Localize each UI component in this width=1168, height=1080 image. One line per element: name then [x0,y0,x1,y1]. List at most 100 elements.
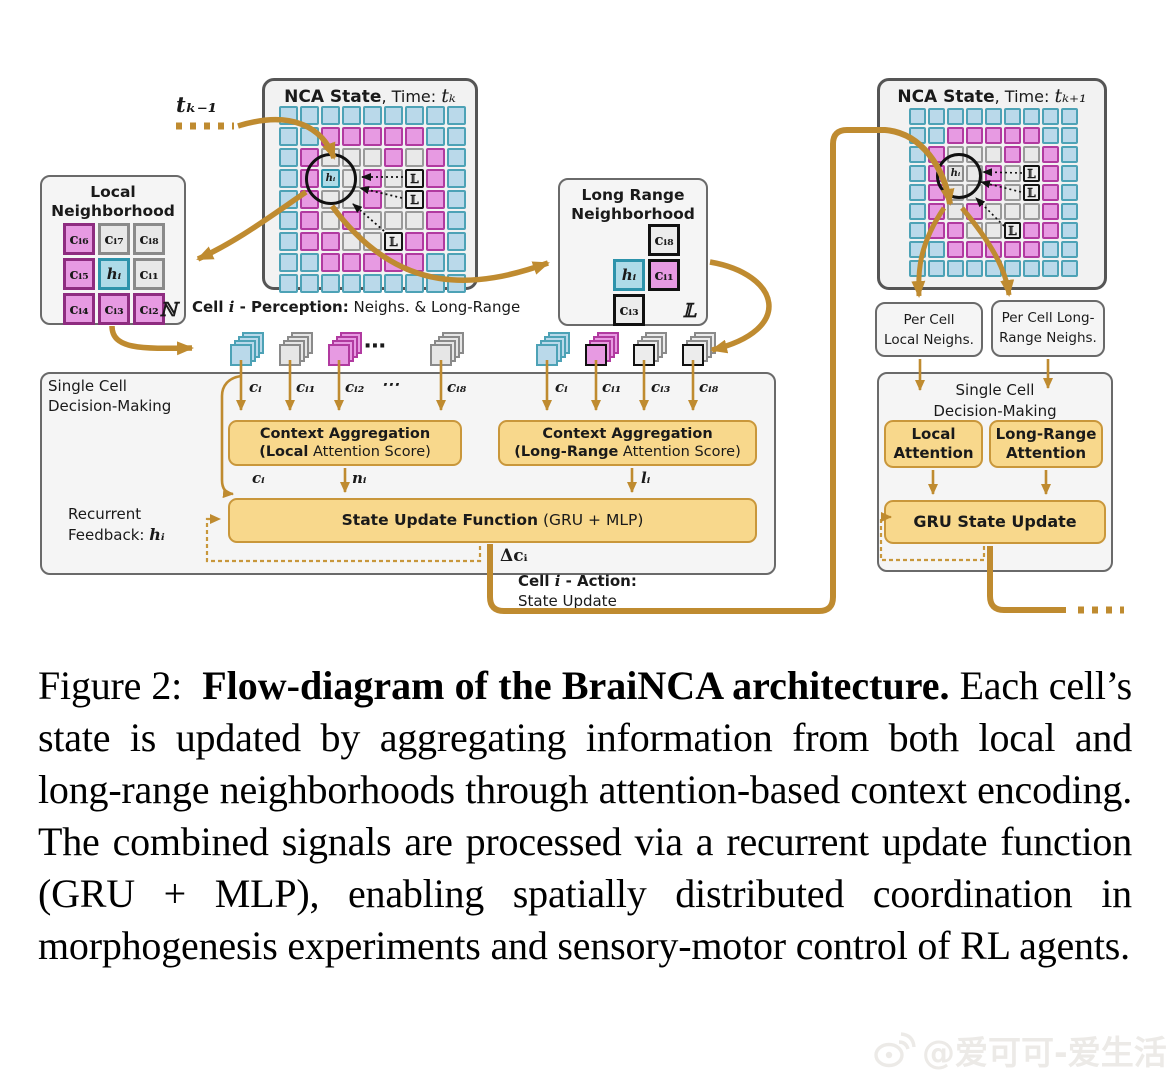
nca-cell [928,222,945,239]
nca-cell [279,127,298,146]
nca-cell [985,108,1002,125]
nca-cell [1004,260,1021,277]
figure-caption-body: Each cell’s state is updated by aggregat… [38,663,1133,968]
arrow-label: cᵢ₃ [651,378,671,396]
nca-cell [279,232,298,251]
nca-cell [300,127,319,146]
nca-cell [363,232,382,251]
nca-cell [384,274,403,293]
neighborhood-cell: cᵢ₈ [133,223,165,255]
nca-cell [1042,146,1059,163]
nca-cell [321,211,340,230]
stack-ellipsis: ⋯ [364,334,387,359]
nca-cell [947,127,964,144]
nca-cell [1042,184,1059,201]
nca-cell [363,190,382,209]
perception-label: Cell i - Perception: Neighs. & Long-Rang… [192,298,521,316]
state-update-function-box: State Update Function (GRU + MLP) [228,498,757,543]
neighborhood-cell: hᵢ [98,258,130,290]
nca-cell [909,108,926,125]
nca-cell [1023,260,1040,277]
watermark: @爱可可-爱生活 [872,1026,1167,1074]
nca-cell [300,106,319,125]
neighborhood-cell: cᵢ₈ [648,224,680,256]
nca-cell [321,253,340,272]
nca-cell [279,169,298,188]
feature-card-stack [279,332,313,366]
nca-cell [363,127,382,146]
nca-cell [909,184,926,201]
cell-action-label: Cell i - Action:State Update [518,572,637,610]
delta-c-label: Δcᵢ [500,546,528,566]
nca-cell [1061,222,1078,239]
nca-cell [405,274,424,293]
nca-cell [342,106,361,125]
figure-caption: Figure 2: Flow-diagram of the BraiNCA ar… [38,660,1132,972]
context-aggregation-local-box: Context Aggregation (Local Attention Sco… [228,420,462,466]
nca-cell [1042,203,1059,220]
nca-cell [426,211,445,230]
nca-cell [1023,146,1040,163]
arrow-local-to-stacks [109,325,194,356]
nca-cell [985,222,1002,239]
nca-cell [426,232,445,251]
arrow-label: cᵢ₂ [345,378,365,396]
nca-cell [1023,203,1040,220]
nca-cell [1042,260,1059,277]
arrow-label: cᵢ [252,469,265,487]
time-prev-label: tₖ₋₁ [176,92,217,117]
nca-cell [342,232,361,251]
longrange-cell: 𝕃 [1023,184,1040,201]
feature-card [279,344,301,366]
per-cell-longrange-box: Per Cell Long-Range Neighs. [991,300,1105,357]
nca-cell [405,211,424,230]
nca-cell [447,274,466,293]
nca-cell [1004,184,1021,201]
nca-cell [426,106,445,125]
nca-cell [1042,165,1059,182]
nca-cell [985,146,1002,163]
nca-cell [447,190,466,209]
nca-cell [300,253,319,272]
neighborhood-cell: hᵢ [613,259,645,291]
arrow-label: ⋯ [381,374,399,395]
nca-cell [1004,146,1021,163]
neighborhood-cell: cᵢ₄ [63,293,95,325]
nca-cell [966,108,983,125]
nca-cell [985,165,1002,182]
weibo-icon [874,1032,916,1068]
nca-cell [384,190,403,209]
arrow-label: cᵢ [555,378,568,396]
nca-cell [447,127,466,146]
nca-cell [928,203,945,220]
nca-cell [928,127,945,144]
nca-cell [909,260,926,277]
nca-cell [447,211,466,230]
nca-cell [279,274,298,293]
nca-cell [363,211,382,230]
nca-cell [947,108,964,125]
nca-cell [426,253,445,272]
neighborhood-cell: cᵢ₃ [613,294,645,326]
nca-cell [909,146,926,163]
nca-cell [1042,108,1059,125]
nca-cell [321,274,340,293]
feature-card [633,344,655,366]
nca-cell [300,232,319,251]
nca-cell [947,241,964,258]
nca-cell [985,184,1002,201]
arrow-label: cᵢ₈ [699,378,719,396]
nca-cell [300,274,319,293]
nca-cell [966,222,983,239]
nca-cell [985,127,1002,144]
feature-card-stack [328,332,362,366]
nca-cell [405,253,424,272]
nca-cell [1004,165,1021,182]
nca-cell [321,106,340,125]
nca-cell [1042,127,1059,144]
